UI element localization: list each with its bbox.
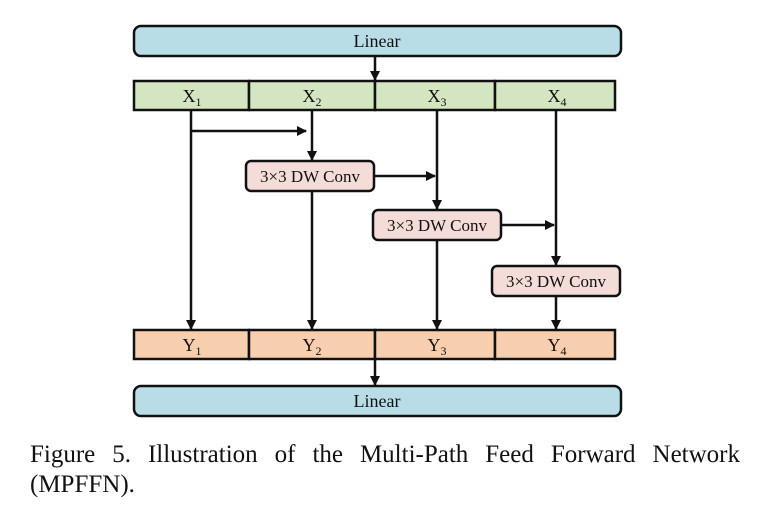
output-label-y4: Y4	[548, 335, 567, 358]
conv-block-3: 3×3 DW Conv	[490, 264, 622, 298]
conv-block-2: 3×3 DW Conv	[371, 208, 503, 242]
output-label-y1: Y1	[183, 335, 202, 358]
input-label-x4: X4	[548, 86, 567, 109]
mpffn-diagram: Linear X1 X2 X3 X4 3×3 DW Conv 3×3 DW Co…	[132, 24, 623, 418]
input-label-x2: X2	[303, 86, 322, 109]
linear-bottom-block: Linear	[132, 384, 623, 418]
input-cell-x1	[132, 79, 251, 112]
output-concat-row: Y1 Y2 Y3 Y4	[132, 328, 617, 361]
conv-label-3: 3×3 DW Conv	[506, 272, 606, 291]
input-split-row: X1 X2 X3 X4	[132, 79, 617, 112]
connection-arrows	[186, 56, 561, 386]
conv-label-2: 3×3 DW Conv	[387, 216, 487, 235]
linear-top-label: Linear	[354, 31, 401, 51]
output-label-y2: Y2	[303, 335, 322, 358]
output-cell-y4	[493, 328, 617, 361]
figure-caption: Figure 5. Illustration of the Multi-Path…	[30, 441, 740, 498]
linear-top-block: Linear	[132, 24, 623, 58]
output-label-y3: Y3	[428, 335, 447, 358]
input-label-x3: X3	[428, 86, 447, 109]
input-cell-x2	[247, 79, 377, 112]
conv-block-1: 3×3 DW Conv	[244, 159, 376, 193]
linear-bottom-label: Linear	[354, 391, 401, 411]
input-label-x1: X1	[183, 86, 202, 109]
conv-label-1: 3×3 DW Conv	[260, 167, 360, 186]
input-cell-x3	[373, 79, 497, 112]
